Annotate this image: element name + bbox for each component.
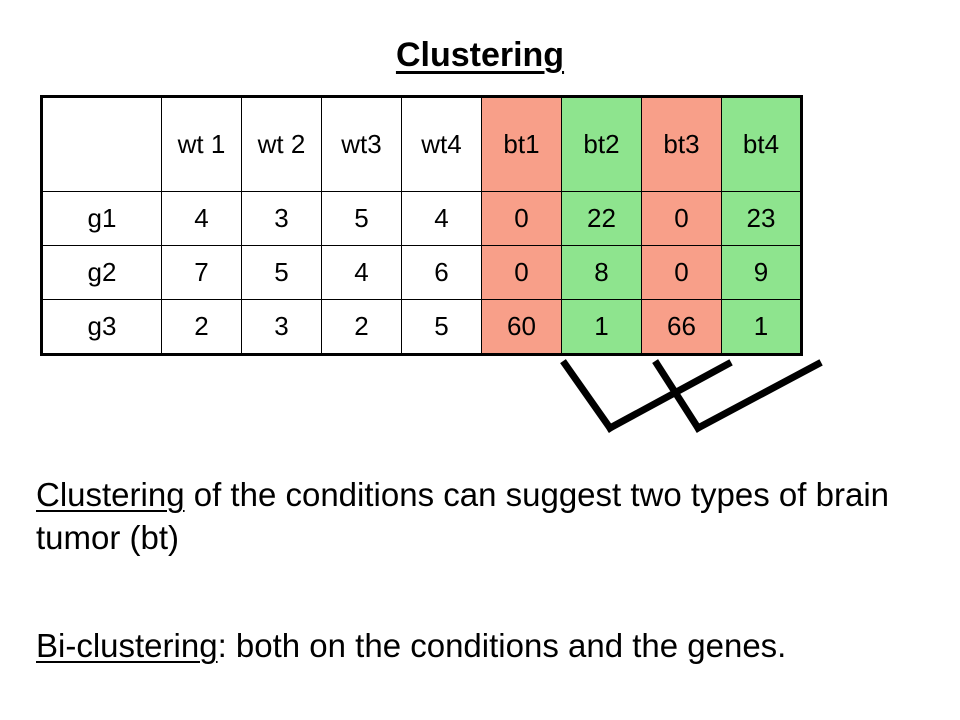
table-cell: 4 (321, 245, 402, 300)
corner-cell (41, 96, 162, 192)
table-cell: 2 (161, 299, 242, 355)
table-row-g3: g3 2 3 2 5 60 1 66 1 (41, 299, 802, 355)
column-header-bt1: bt1 (481, 96, 562, 192)
table-row-g2: g2 7 5 4 6 0 8 0 9 (41, 245, 802, 300)
dendrogram-branch-bt4 (693, 359, 823, 433)
table-cell: 0 (481, 245, 562, 300)
paragraph-bi-clustering-text: : both on the conditions and the genes. (217, 627, 787, 664)
table-cell: 1 (721, 299, 802, 355)
table-cell: 1 (561, 299, 642, 355)
table-row-g1: g1 4 3 5 4 0 22 0 23 (41, 191, 802, 246)
table-cell: 0 (641, 245, 722, 300)
table-cell: 7 (161, 245, 242, 300)
header-row: wt 1 wt 2 wt3 wt4 bt1 bt2 bt3 bt4 (41, 96, 802, 192)
column-header-wt3: wt3 (321, 96, 402, 192)
table-cell: 4 (161, 191, 242, 246)
table-cell: 6 (401, 245, 482, 300)
paragraph-clustering-text: of the conditions can suggest two types … (36, 476, 890, 556)
expression-table: wt 1 wt 2 wt3 wt4 bt1 bt2 bt3 bt4 g1 4 3… (40, 95, 803, 356)
table-cell: 0 (481, 191, 562, 246)
table-cell: 4 (401, 191, 482, 246)
column-header-wt2: wt 2 (241, 96, 322, 192)
row-label: g2 (41, 245, 162, 300)
dendrogram-branch-bt3 (605, 359, 733, 433)
table-cell: 0 (641, 191, 722, 246)
table-cell: 9 (721, 245, 802, 300)
table-cell: 5 (241, 245, 322, 300)
column-header-bt2: bt2 (561, 96, 642, 192)
column-header-bt3: bt3 (641, 96, 722, 192)
dendrogram-branch-bt2 (652, 359, 703, 433)
table-cell: 2 (321, 299, 402, 355)
table-cell: 60 (481, 299, 562, 355)
paragraph-bi-clustering: Bi-clustering: both on the conditions an… (36, 625, 936, 668)
column-header-wt1: wt 1 (161, 96, 242, 192)
table-cell: 66 (641, 299, 722, 355)
table-cell: 8 (561, 245, 642, 300)
paragraph-clustering: Clustering of the conditions can suggest… (36, 474, 936, 560)
slide-title: Clustering (395, 36, 565, 74)
table-cell: 23 (721, 191, 802, 246)
table-cell: 5 (321, 191, 402, 246)
row-label: g1 (41, 191, 162, 246)
dendrogram-branch-bt1 (560, 359, 615, 433)
keyword-clustering: Clustering (36, 476, 185, 513)
column-header-wt4: wt4 (401, 96, 482, 192)
row-label: g3 (41, 299, 162, 355)
table-cell: 3 (241, 299, 322, 355)
column-header-bt4: bt4 (721, 96, 802, 192)
table-cell: 5 (401, 299, 482, 355)
keyword-bi-clustering: Bi-clustering (36, 627, 218, 664)
table-cell: 3 (241, 191, 322, 246)
table-cell: 22 (561, 191, 642, 246)
